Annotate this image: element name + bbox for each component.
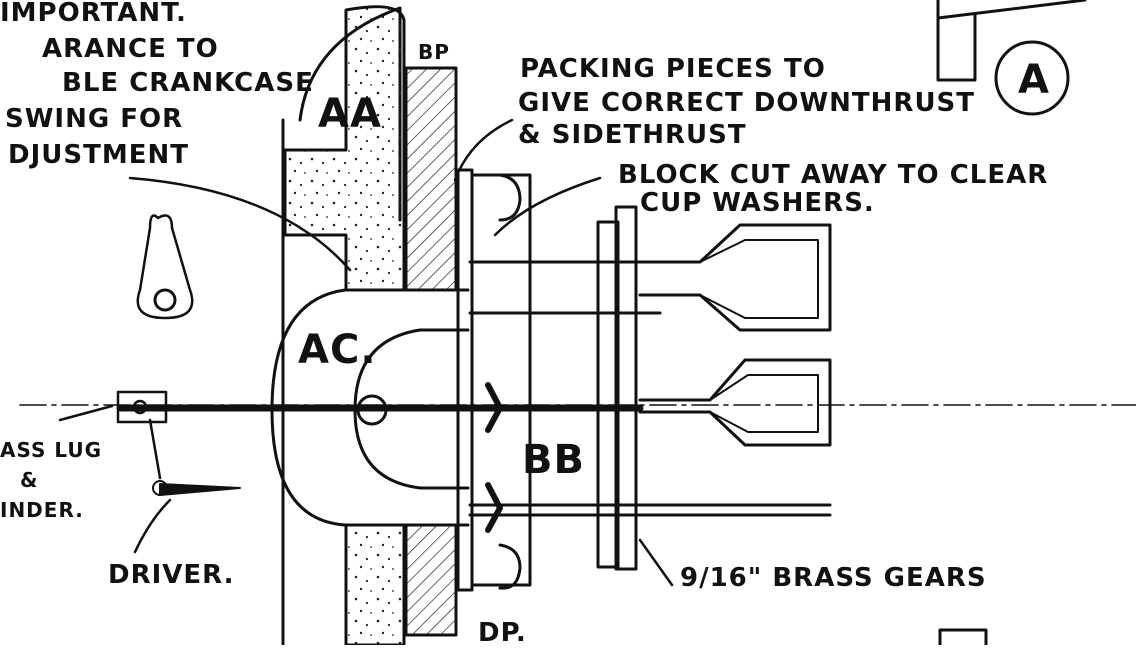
brass-lug xyxy=(116,390,168,424)
note-swing: SWING FOR xyxy=(5,104,184,134)
mounting-plate-bb xyxy=(470,173,532,587)
note-crankcase: BLE CRANKCASE xyxy=(62,68,314,98)
leader-block xyxy=(493,176,602,237)
gear-plate-outer xyxy=(614,205,638,571)
part-bp: BP xyxy=(418,40,450,64)
part-aa: AA xyxy=(318,91,382,137)
corner-square xyxy=(938,628,988,650)
bearer-plate-top xyxy=(404,66,458,292)
leader-packing xyxy=(453,118,514,182)
label-cylinder: INDER. xyxy=(0,498,84,522)
driver-arm xyxy=(159,483,241,496)
part-dp: DP. xyxy=(478,618,527,648)
corner-box xyxy=(936,0,1087,82)
note-clearance: ARANCE TO xyxy=(42,34,219,64)
note-packing-3: & SIDETHRUST xyxy=(518,120,747,150)
cup-washer-upper xyxy=(485,382,503,433)
crankcase-block-top xyxy=(283,5,406,292)
leader-brass-lug xyxy=(58,404,114,422)
lug-arm xyxy=(148,418,162,480)
wire-fork-middle-inner xyxy=(709,374,819,433)
wire-fork-upper xyxy=(638,223,832,332)
cup-washer-nut xyxy=(356,394,388,426)
leader-clearance xyxy=(128,176,352,272)
crankcase-block-bottom xyxy=(344,523,406,647)
label-brass-lug: ASS LUG xyxy=(0,438,103,462)
label-brass-lug-amp: & xyxy=(20,468,39,492)
bearer-plate-bottom xyxy=(404,523,458,637)
note-packing-2: GIVE CORRECT DOWNTHRUST xyxy=(518,88,976,118)
leader-driver xyxy=(133,498,172,554)
packing-lug-top xyxy=(498,173,522,222)
crank-sketch-hub xyxy=(153,288,177,312)
note-block-2: CUP WASHERS. xyxy=(640,188,875,218)
gear-plate xyxy=(596,220,620,569)
lug-hole xyxy=(132,399,148,415)
note-important: IMPORTANT. xyxy=(0,0,187,28)
label-driver: DRIVER. xyxy=(108,560,235,590)
packing-strip xyxy=(456,168,474,592)
note-adjustment: DJUSTMENT xyxy=(8,140,189,170)
wire-fork-upper-inner xyxy=(699,239,819,319)
leader-gears xyxy=(638,538,674,587)
note-packing-1: PACKING PIECES TO xyxy=(520,54,826,84)
packing-lug-bottom xyxy=(498,543,522,590)
cup-washer-lower xyxy=(485,482,503,533)
view-marker-label: A xyxy=(1018,57,1050,103)
note-block-1: BLOCK CUT AWAY TO CLEAR xyxy=(618,160,1049,190)
wire-fork-middle xyxy=(638,358,832,447)
part-bb: BB xyxy=(522,437,585,483)
part-ac: AC. xyxy=(298,327,377,373)
driver-pivot xyxy=(152,480,168,496)
crank-sketch xyxy=(136,214,194,320)
view-marker-circle xyxy=(994,40,1070,116)
label-gears: 9/16" BRASS GEARS xyxy=(680,563,987,593)
